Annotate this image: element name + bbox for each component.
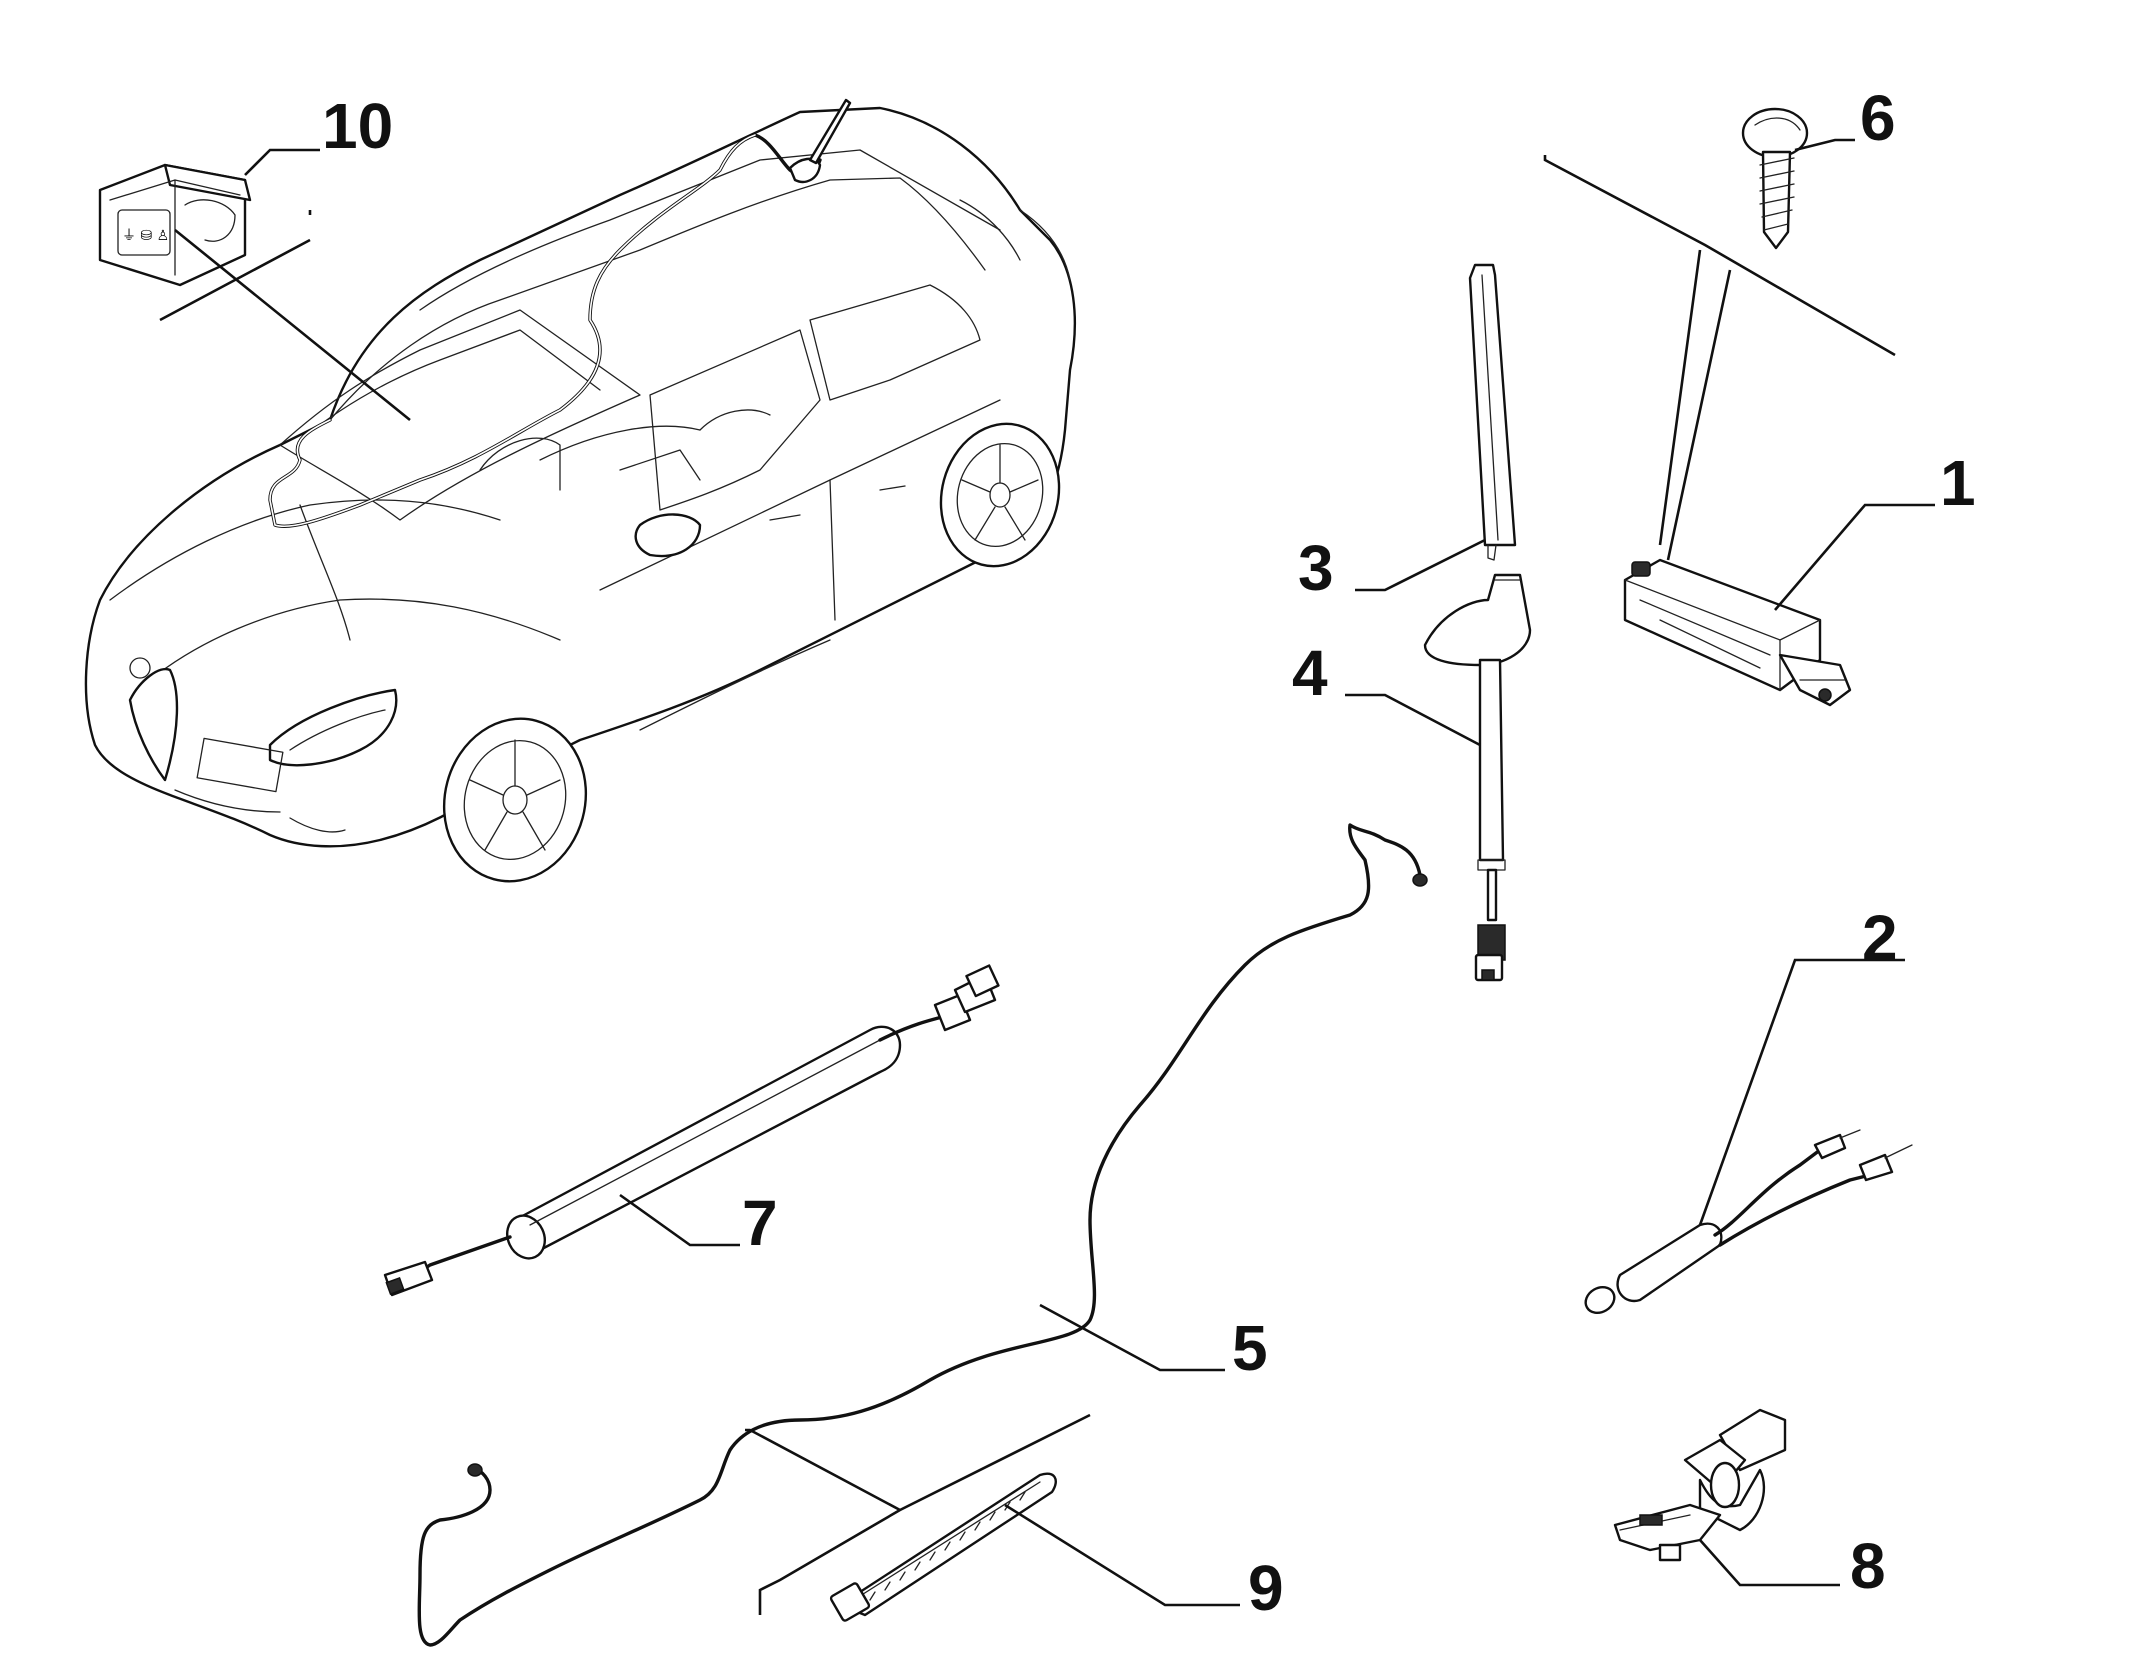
part-number-6: 6 <box>1860 82 1896 154</box>
cable-tie-icon <box>829 1472 1057 1622</box>
part-number-7: 7 <box>742 1187 778 1259</box>
leader-line-5 <box>1039 1303 1225 1372</box>
part-number-8: 8 <box>1850 1530 1886 1602</box>
antenna-mast-icon <box>1468 263 1517 561</box>
amplifier-icon <box>1623 558 1852 707</box>
adapter-cable-icon <box>1584 1129 1913 1315</box>
reference-line-6 <box>1543 155 1896 561</box>
car-icon <box>84 98 1077 883</box>
part-number-10: 10 <box>322 90 393 162</box>
antenna-cable-icon <box>417 823 1428 1647</box>
screw-icon <box>1741 107 1809 250</box>
reference-line-10 <box>159 210 411 422</box>
leader-line-6 <box>1794 138 1855 152</box>
part-number-1: 1 <box>1940 447 1976 519</box>
antenna-base-icon <box>1423 573 1532 982</box>
leader-line-9 <box>1004 1503 1240 1607</box>
leader-line-4 <box>1345 693 1481 747</box>
clip-icon <box>1613 1408 1787 1562</box>
leader-line-3 <box>1355 538 1486 592</box>
svg-text:⏚ ⛁ ♙: ⏚ ⛁ ♙ <box>122 228 169 244</box>
part-number-9: 9 <box>1248 1552 1284 1624</box>
leader-line-1 <box>1774 503 1935 611</box>
part-number-5: 5 <box>1232 1312 1268 1384</box>
leader-line-7 <box>619 1193 740 1247</box>
part-number-3: 3 <box>1298 532 1334 604</box>
leader-line-8 <box>1699 1539 1840 1587</box>
connector-socket-icon: ⏚ ⛁ ♙ <box>98 163 252 287</box>
part-number-4: 4 <box>1292 637 1328 709</box>
reference-line-9 <box>745 1413 1091 1615</box>
part-number-2: 2 <box>1862 902 1898 974</box>
filter-cable-icon <box>383 964 1000 1297</box>
leader-line-10 <box>244 148 320 176</box>
leader-line-2 <box>1698 958 1905 1226</box>
